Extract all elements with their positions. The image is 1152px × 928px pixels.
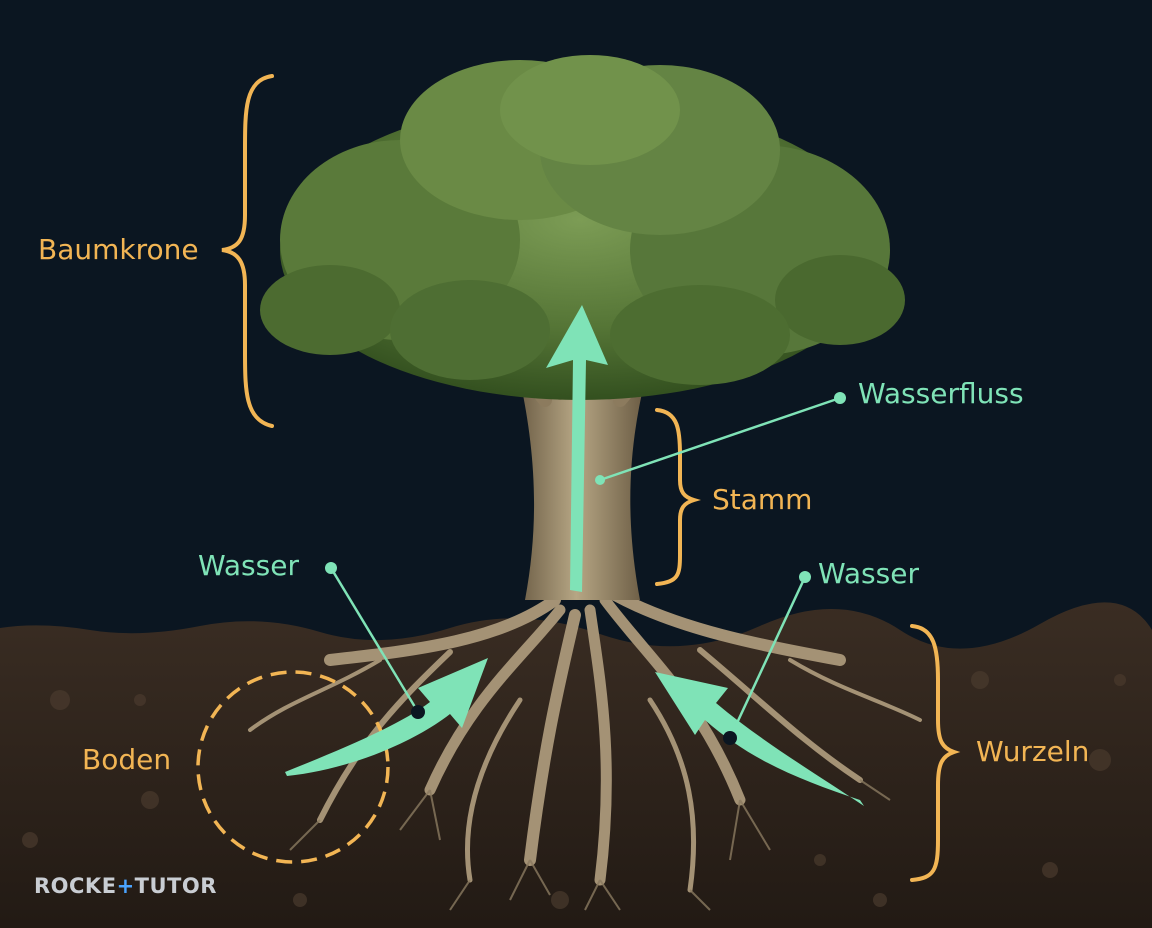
logo-text-left: ROCKE [34, 874, 117, 898]
soil-circle [196, 670, 390, 864]
right-water-arrow [655, 672, 864, 806]
roots-bracket [910, 624, 961, 882]
wasser-left-leader [329, 567, 420, 713]
trunk-bracket [655, 408, 701, 586]
logo-text-right: TUTOR [134, 874, 217, 898]
upward-water-arrow [546, 305, 608, 592]
tree-crown [260, 55, 905, 400]
roots-label: Wurzeln [976, 735, 1090, 768]
water-right-label: Wasser [818, 557, 919, 590]
rocket-tutor-logo: ROCKE+TUTOR [34, 874, 217, 898]
left-water-arrow [285, 658, 488, 776]
crown-bracket [221, 74, 274, 428]
leader-lines [325, 392, 846, 745]
soil-label: Boden [82, 743, 172, 776]
soil-ground [0, 602, 1152, 928]
logo-plus: + [116, 874, 135, 898]
wasser-right-leader [728, 576, 807, 739]
tree-roots [248, 589, 922, 893]
crown-label: Baumkrone [38, 233, 199, 266]
fine-roots [289, 779, 891, 911]
trunk-label: Stamm [712, 483, 813, 516]
wasserfluss-leader [599, 396, 841, 482]
water-flow-label: Wasserfluss [858, 377, 1024, 410]
soil-texture [22, 671, 1126, 909]
water-left-label: Wasser [198, 549, 299, 582]
